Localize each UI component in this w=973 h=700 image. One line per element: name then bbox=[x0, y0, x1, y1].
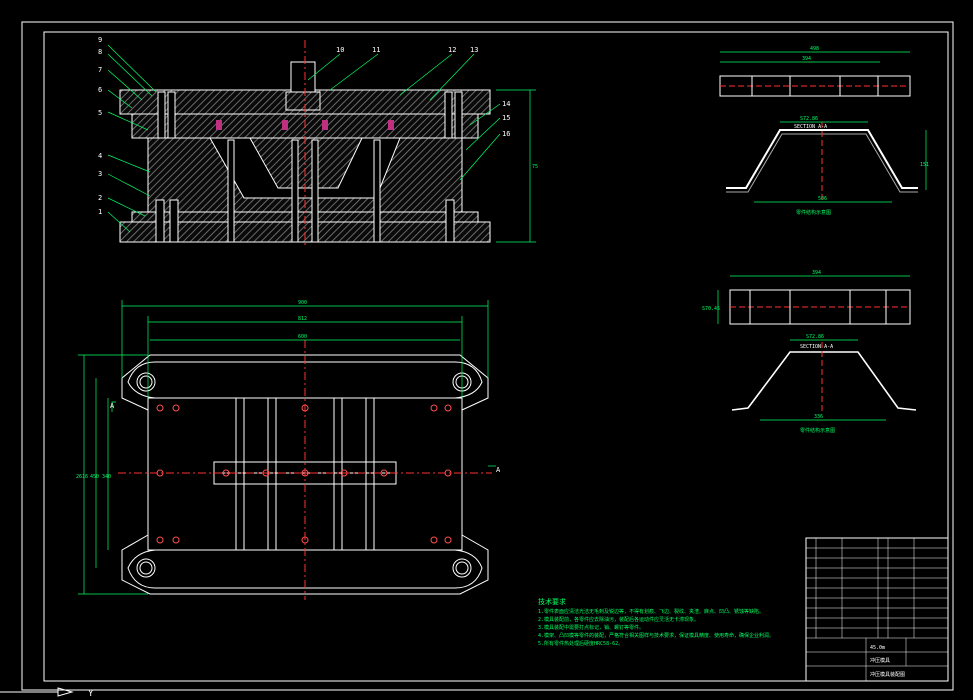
note-line: 5.所有零件热处理后硬度HRC58-62。 bbox=[538, 641, 624, 647]
dimension-text: S72.86 bbox=[800, 116, 818, 122]
dimension-text: 394 bbox=[802, 56, 811, 62]
technical-notes: 技术要求 1.零件表面应清洁光洁无毛刺及锐边等，不得有划痕、飞边、裂纹、夹渣、麻… bbox=[538, 598, 798, 648]
axis-marker: Y bbox=[0, 687, 94, 699]
note-line: 1.零件表面应清洁光洁无毛刺及锐边等，不得有划痕、飞边、裂纹、夹渣、麻点、凹凸、… bbox=[538, 609, 765, 615]
part-label: 8 bbox=[98, 48, 102, 56]
part-label: 10 bbox=[336, 46, 344, 54]
part-label: 5 bbox=[98, 109, 102, 117]
part-label: 4 bbox=[98, 152, 102, 160]
part-label: 11 bbox=[372, 46, 380, 54]
part-view-1: 498 394 S72.86 151 506 SECTION A-A 零件结构示… bbox=[719, 46, 929, 216]
dimension-text: 394 bbox=[812, 270, 821, 276]
dimension-text: 600 bbox=[298, 334, 307, 340]
section-mark: A bbox=[496, 466, 501, 474]
inner-frame bbox=[43, 31, 949, 682]
dimension-text: 336 bbox=[814, 414, 823, 420]
title-block: 45.0m 冲压模具 冲压模具装配图 bbox=[805, 537, 949, 682]
part-label: 15 bbox=[502, 114, 510, 122]
part-label: 2 bbox=[98, 194, 102, 202]
section-label: SECTION A-A bbox=[800, 344, 833, 350]
dimension-text: 812 bbox=[298, 316, 307, 322]
dimension-text: 340 bbox=[102, 474, 111, 480]
dimension-text: 900 bbox=[298, 300, 307, 306]
dimension-text: 151 bbox=[920, 162, 929, 168]
part-label: 14 bbox=[502, 100, 510, 108]
part-label: 9 bbox=[98, 36, 102, 44]
part-label: 16 bbox=[502, 130, 510, 138]
view-caption: 零件结构示意图 bbox=[796, 209, 831, 216]
note-line: 3.模具装配中需要打点标记，销、螺钉等零件。 bbox=[538, 625, 645, 631]
dimension-text: 498 bbox=[810, 46, 819, 52]
part-view-2: 394 S70.45 S72.86 336 SECTION A-A 零件结构示意… bbox=[702, 270, 917, 434]
part-label: 3 bbox=[98, 170, 102, 178]
view-caption: 零件结构示意图 bbox=[800, 427, 835, 434]
die-section-view: 9 8 7 6 5 4 3 2 1 10 11 12 13 14 15 16 7… bbox=[98, 36, 538, 245]
part-label: 12 bbox=[448, 46, 456, 54]
section-label: SECTION A-A bbox=[794, 124, 827, 130]
outer-frame bbox=[21, 21, 954, 691]
material-text: 45.0m bbox=[870, 645, 885, 651]
drawing-name-text: 冲压模具装配图 bbox=[870, 671, 905, 678]
part-label: 13 bbox=[470, 46, 478, 54]
part-label: 1 bbox=[98, 208, 102, 216]
part-label: 6 bbox=[98, 86, 102, 94]
dimension-text: S72.86 bbox=[806, 334, 824, 340]
die-plan-view: 900 812 600 2616 450 340 A A bbox=[76, 300, 501, 600]
part-label: 7 bbox=[98, 66, 102, 74]
dimension-text: 2616 bbox=[76, 474, 88, 480]
axis-label: Y bbox=[88, 689, 94, 699]
dimension-text: 75 bbox=[532, 164, 538, 170]
notes-title: 技术要求 bbox=[538, 598, 566, 606]
name-text: 冲压模具 bbox=[870, 657, 890, 664]
dimension-text: 506 bbox=[818, 196, 827, 202]
section-mark: A bbox=[110, 402, 115, 410]
dimension-text: 450 bbox=[90, 474, 99, 480]
dimension-text: S70.45 bbox=[702, 306, 720, 312]
note-line: 4.模架、凸凹模等零件的装配，严格符合相关图样与技术要求，保证模具精度、使用寿命… bbox=[538, 633, 775, 639]
note-line: 2.模具装配前，各零件应去除油污，装配后各运动件应灵活无卡滞现象。 bbox=[538, 617, 700, 623]
